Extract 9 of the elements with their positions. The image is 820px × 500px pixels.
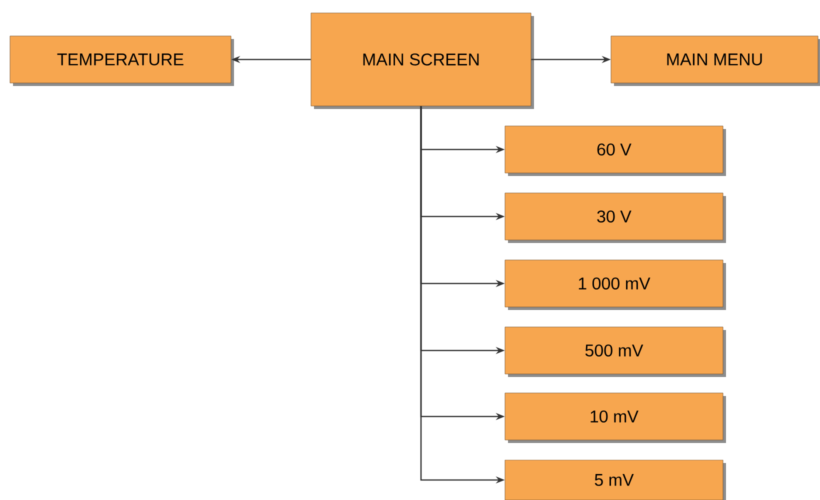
menu-box: 5 mV bbox=[504, 460, 726, 500]
menu-box: MAIN SCREEN bbox=[310, 12, 534, 109]
menu-box: 30 V bbox=[504, 192, 726, 243]
menu-box: 60 V bbox=[504, 126, 726, 176]
menu-box: MAIN MENU bbox=[610, 36, 820, 86]
menu-box: TEMPERATURE bbox=[10, 36, 234, 86]
menu-box: 10 mV bbox=[504, 392, 726, 443]
menu-box: 500 mV bbox=[504, 326, 726, 377]
menu-box: 1 000 mV bbox=[504, 260, 726, 310]
